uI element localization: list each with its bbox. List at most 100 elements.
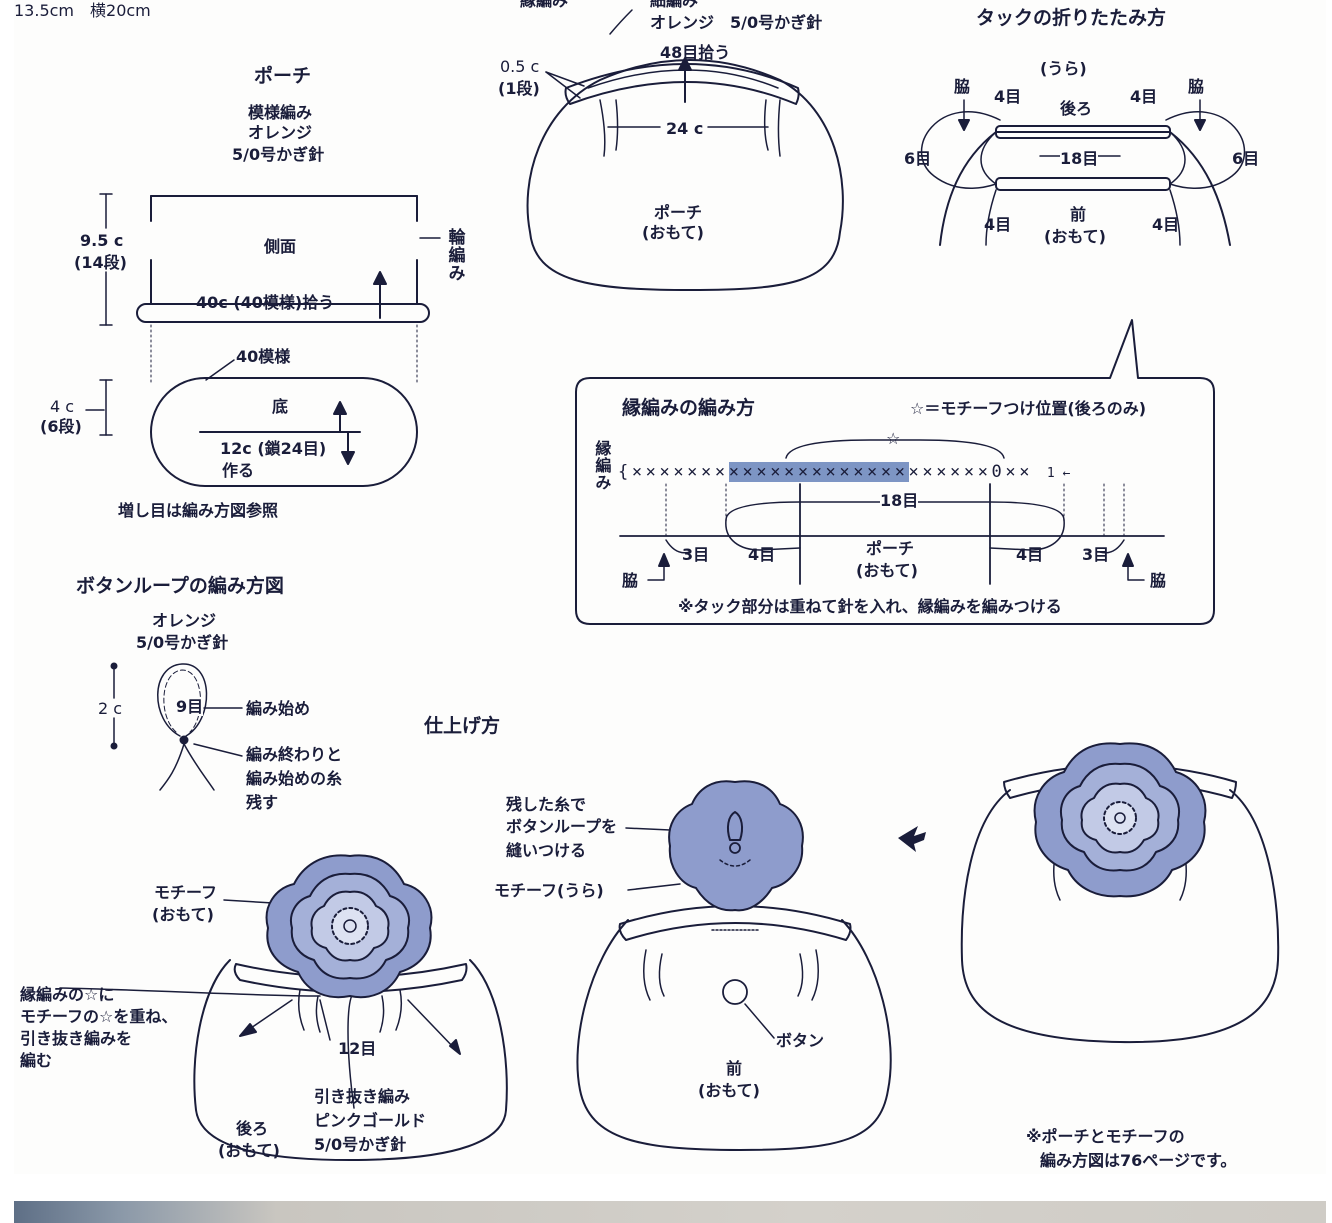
button-loop-end1: 編み終わりと [246,745,343,764]
edge-method-three-right: 3目 [1082,545,1110,564]
edge-method-star-note: ☆＝モチーフつけ位置(後ろのみ) [910,399,1147,418]
edge-method-four-right: 4目 [1016,545,1044,564]
edge-method-side-right: 脇 [1150,571,1167,590]
finish-sew2: ボタンループを [506,817,618,836]
edge-width-cm: 0.5 c [500,57,540,76]
edge-method-three-left: 3目 [682,545,710,564]
finish-front-pouch [576,780,892,1151]
edge-method-star: ☆ [886,429,901,448]
finish-page-note1: ※ポーチとモチーフの [1026,1127,1185,1146]
pouch-hook: 5/0号かぎ針 [232,145,325,164]
finish-back-side: (おもて) [218,1141,280,1160]
edge-pouch-diagram [526,9,844,291]
side-label: 側面 [264,237,297,256]
finish-button: ボタン [776,1031,825,1050]
edge-color-hook: オレンジ 5/0号かぎ針 [650,13,823,32]
finish-pink-gold: ピンクゴールド [314,1111,427,1130]
button-loop-color: オレンジ [152,611,217,630]
tuck-diagram [920,99,1246,246]
tuck-front-side: (おもて) [1044,227,1106,246]
stitch-row-number: 1 ← [1046,466,1071,481]
tuck-four-top-left: 4目 [994,87,1022,106]
edge-method-pouch: ポーチ [866,539,915,558]
edge-method-title: 縁編みの編み方 [622,397,756,419]
tuck-four-bottom-right: 4目 [1152,215,1180,234]
stitch-row: {××××××××××××××××××××××××××0×× 1 ← [618,462,1070,482]
side-height-rows: (14段) [74,253,127,272]
tuck-back: 後ろ [1060,99,1093,118]
button-loop-hook: 5/0号かぎ針 [136,633,229,652]
edge-method-note: ※タック部分は重ねて針を入れ、縁編みを編みつける [678,597,1062,616]
photo-strip [14,1201,1326,1223]
finish-front-side: (おもて) [698,1081,760,1100]
increase-note: 増し目は編み方図参照 [118,501,279,520]
tuck-four-top-right: 4目 [1130,87,1158,106]
tuck-six-left: 6目 [904,149,932,168]
finish-sew3: 縫いつける [506,841,587,860]
stitch-highlight: ××××××××××××× [728,462,909,482]
tuck-eighteen: 18目 [1060,149,1099,169]
finish-overlap2: モチーフの☆を重ね、 [20,1007,178,1026]
tuck-four-bottom-left: 4目 [984,215,1012,234]
finish-motif-front-side: (おもて) [152,905,214,924]
pouch-title: ポーチ [254,65,312,87]
finish-motif-back: モチーフ(うら) [494,881,604,900]
edge-pouch-label: ポーチ [654,203,703,222]
pouch-side-diagram [99,193,441,383]
finishing-title: 仕上げ方 [424,715,501,737]
finish-hook: 5/0号かぎ針 [314,1135,407,1154]
button-loop-end2: 編み始めの糸 [246,769,343,788]
edge-method-front: (おもて) [856,561,918,580]
finish-overlap3: 引き抜き編みを [20,1029,133,1048]
tuck-back-side: (うら) [1040,59,1087,78]
button-loop-end3: 残す [246,793,279,812]
edge-method-vertical: 縁編み [592,440,612,491]
pouch-bottom-diagram [85,359,418,487]
finish-twelve: 12目 [338,1039,377,1058]
edge-span: 24 c [666,119,704,138]
fine-label: 細編み [650,0,699,10]
finish-page-note2: 編み方図は76ページです。 [1040,1151,1237,1170]
edge-pickup: 48目拾う [660,43,731,62]
bottom-height-rows: (6段) [40,417,82,436]
tuck-side-left: 脇 [954,77,971,96]
button-loop-height: 2 c [98,699,123,718]
button-loop-start: 編み始め [246,699,311,718]
edge-method-eighteen: 18目 [880,491,919,511]
round-label: 輪編み [444,228,465,282]
pouch-color: オレンジ [248,123,313,142]
motif-front-flower [265,854,433,999]
edge-label: 縁編み [520,0,569,10]
button-loop-stitches: 9目 [176,697,204,717]
finish-final-pouch [960,742,1280,1044]
finish-back-pouch [59,899,508,1161]
edge-method-side-left: 脇 [622,571,639,590]
finish-front: 前 [726,1059,743,1078]
chain-make: 作る [222,461,255,480]
tuck-six-right: 6目 [1232,149,1260,168]
bottom-height-cm: 4 c [50,397,75,416]
button-loop-title: ボタンループの編み方図 [76,575,284,597]
edge-width-rows: (1段) [498,79,540,98]
side-height-cm: 9.5 c [80,231,124,250]
button-loop-diagram [110,662,243,791]
bottom-label: 底 [272,397,289,416]
edge-front-label: (おもて) [642,223,704,242]
arrow-icon [898,826,926,852]
tuck-title: タックの折りたたみ方 [976,7,1167,29]
tuck-front: 前 [1070,205,1087,224]
finish-slip-stitch: 引き抜き編み [314,1087,411,1106]
finish-sew1: 残した糸で [506,795,587,814]
finish-back: 後ろ [236,1119,269,1138]
chain-text: 12c (鎖24目) [220,439,327,458]
size-text: 13.5cm 横20cm [14,1,151,20]
finish-overlap4: 編む [20,1051,53,1070]
stitch-plain-right: ××××××0×× [908,462,1034,482]
edge-method-four-left: 4目 [748,545,776,564]
stitch-plain-left: {××××××× [618,462,729,482]
bottom-motifs: 40模様 [236,347,291,366]
side-pickup: 40c (40模様)拾う [196,293,335,312]
finish-overlap1: 縁編みの☆に [20,985,115,1004]
pouch-pattern: 模様編み [248,103,313,122]
finish-motif-front: モチーフ [154,883,218,902]
